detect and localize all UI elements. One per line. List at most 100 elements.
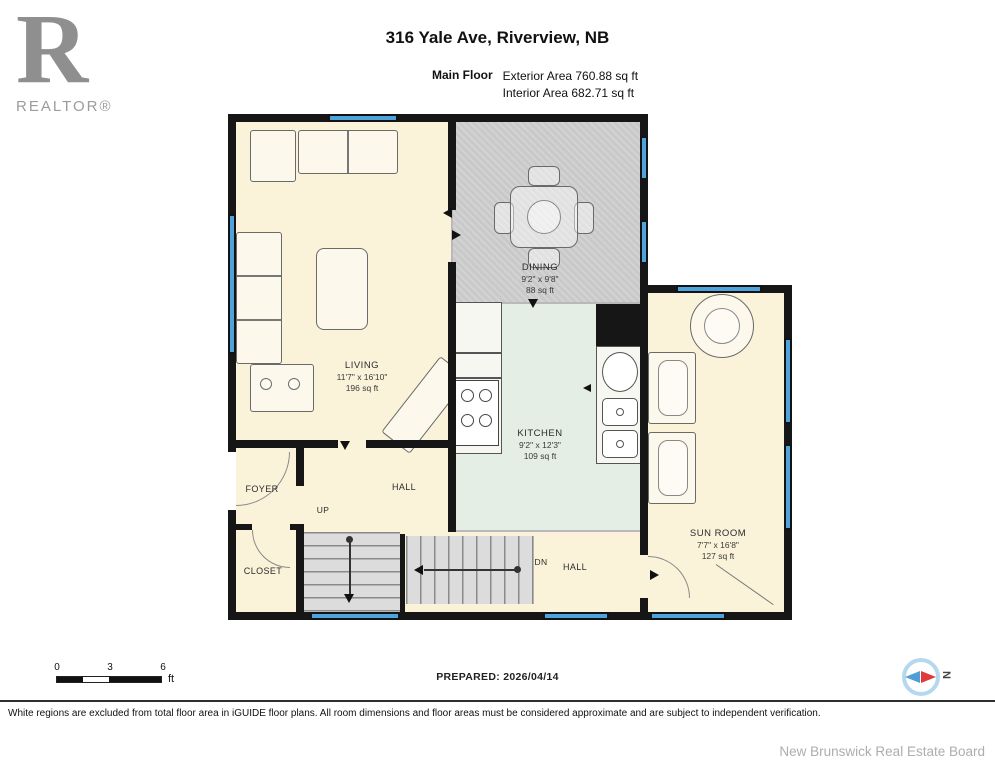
- desk-stool: [260, 378, 272, 390]
- stove-burner: [479, 414, 492, 427]
- sink-drain: [616, 408, 624, 416]
- dining-kitchen-line: [456, 302, 640, 304]
- label-dn: DN: [534, 557, 548, 567]
- scale-tick-3: 3: [107, 662, 113, 673]
- wall-living-hall-b: [366, 440, 452, 448]
- stove-burner: [479, 389, 492, 402]
- stove: [455, 380, 499, 446]
- sofa-left-wall: [236, 232, 282, 364]
- kitchen-hall-line: [456, 530, 644, 532]
- dining-chair: [574, 202, 594, 234]
- sunroom-dims: 7'7" x 16'8": [697, 540, 739, 550]
- front-door-gap: [228, 452, 236, 510]
- wall-closet-right: [296, 524, 304, 620]
- window: [640, 220, 648, 264]
- living-name: LIVING: [344, 360, 380, 371]
- round-table-inner: [704, 308, 740, 344]
- coffee-table: [316, 248, 368, 330]
- door-arrow: [583, 384, 591, 392]
- label-up: UP: [316, 505, 330, 515]
- dining-table: [510, 186, 578, 248]
- window: [784, 444, 792, 530]
- disclaimer-text: White regions are excluded from total fl…: [8, 708, 821, 719]
- exterior-area: Exterior Area 760.88 sq ft: [502, 69, 639, 83]
- desk-stool: [288, 378, 300, 390]
- sunroom-armchair: [648, 432, 696, 504]
- room-label-living: LIVING 11'7" x 16'10" 196 sq ft: [337, 360, 388, 393]
- chimney: [596, 304, 648, 346]
- kitchen-name: KITCHEN: [517, 428, 563, 439]
- dining-dims: 9'2" x 9'8": [521, 274, 559, 284]
- counter-divider: [452, 377, 502, 379]
- wall-living-dining-stub: [448, 114, 456, 210]
- dining-chair: [528, 166, 560, 186]
- kitchen-area: 109 sq ft: [523, 451, 557, 461]
- scale-tick-0: 0: [54, 662, 60, 673]
- wall-dining-right: [640, 114, 648, 293]
- window: [784, 338, 792, 424]
- compass-north-label: N: [939, 671, 952, 679]
- staircase-down-arrow-dot: [514, 566, 521, 573]
- floor-summary: Main Floor Exterior Area 760.88 sq ft In…: [432, 68, 638, 102]
- living-dims: 11'7" x 16'10": [336, 372, 388, 382]
- staircase-up-arrow-dot: [346, 536, 353, 543]
- room-label-kitchen: KITCHEN 9'2" x 12'3" 109 sq ft: [517, 428, 562, 461]
- scale-unit: ft: [168, 673, 175, 685]
- dining-chair: [494, 202, 514, 234]
- wall-foyer-hall: [296, 440, 304, 486]
- floor-label: Main Floor: [432, 68, 493, 82]
- wall-top: [228, 114, 648, 122]
- compass-needle-south: [905, 671, 920, 683]
- wall-stair-divider: [400, 534, 405, 612]
- wall-hall-kitchen: [448, 446, 456, 532]
- door-arrow: [340, 441, 350, 450]
- wall-kitchen-sunroom-upper: [640, 293, 648, 555]
- window: [310, 612, 400, 620]
- sofa: [298, 130, 398, 174]
- scale-bar: [56, 676, 162, 683]
- window: [676, 285, 762, 293]
- round-table: [690, 294, 754, 358]
- realtor-logo-text: REALTOR®: [16, 98, 113, 115]
- prepared-date: PREPARED: 2026/04/14: [436, 671, 559, 683]
- sunroom-armchair-cushion: [658, 440, 688, 496]
- window: [650, 612, 726, 620]
- dining-chair: [528, 248, 560, 268]
- room-label-sunroom: SUN ROOM 7'7" x 16'8" 127 sq ft: [690, 528, 746, 561]
- dining-name: DINING: [521, 262, 559, 273]
- stove-burner: [461, 414, 474, 427]
- label-hall-upper: HALL: [391, 482, 417, 492]
- sink-drain: [616, 440, 624, 448]
- door-arrow: [650, 570, 659, 580]
- label-closet: CLOSET: [243, 566, 283, 576]
- sunroom-armchair: [648, 352, 696, 424]
- door-arrow: [452, 230, 461, 240]
- staircase-down-arrowhead: [414, 565, 423, 575]
- counter-divider: [452, 352, 502, 354]
- page-title: 316 Yale Ave, Riverview, NB: [385, 28, 610, 47]
- door-arrow: [528, 299, 538, 308]
- window: [640, 136, 648, 180]
- wall-bottom: [228, 612, 792, 620]
- staircase-up-arrow-line: [349, 540, 351, 596]
- realtor-logo-r: R: [16, 0, 89, 104]
- desk: [250, 364, 314, 412]
- stove-burner: [461, 389, 474, 402]
- window: [543, 612, 609, 620]
- window: [328, 114, 398, 122]
- kitchen-sink-oval: [602, 352, 638, 392]
- living-area: 196 sq ft: [345, 383, 379, 393]
- realtor-logo: R REALTOR®: [16, 0, 136, 115]
- interior-area: Interior Area 682.71 sq ft: [502, 86, 635, 100]
- door-arrow: [443, 208, 452, 218]
- compass-needle-north: [921, 671, 936, 683]
- sunroom-armchair-cushion: [658, 360, 688, 416]
- label-hall-lower: HALL: [562, 562, 588, 572]
- window: [228, 214, 236, 354]
- wall-living-hall-a: [228, 440, 338, 448]
- label-foyer: FOYER: [245, 484, 279, 494]
- sunroom-area: 127 sq ft: [701, 551, 735, 561]
- real-estate-board: New Brunswick Real Estate Board: [779, 744, 985, 759]
- double-sink-basin: [602, 430, 638, 458]
